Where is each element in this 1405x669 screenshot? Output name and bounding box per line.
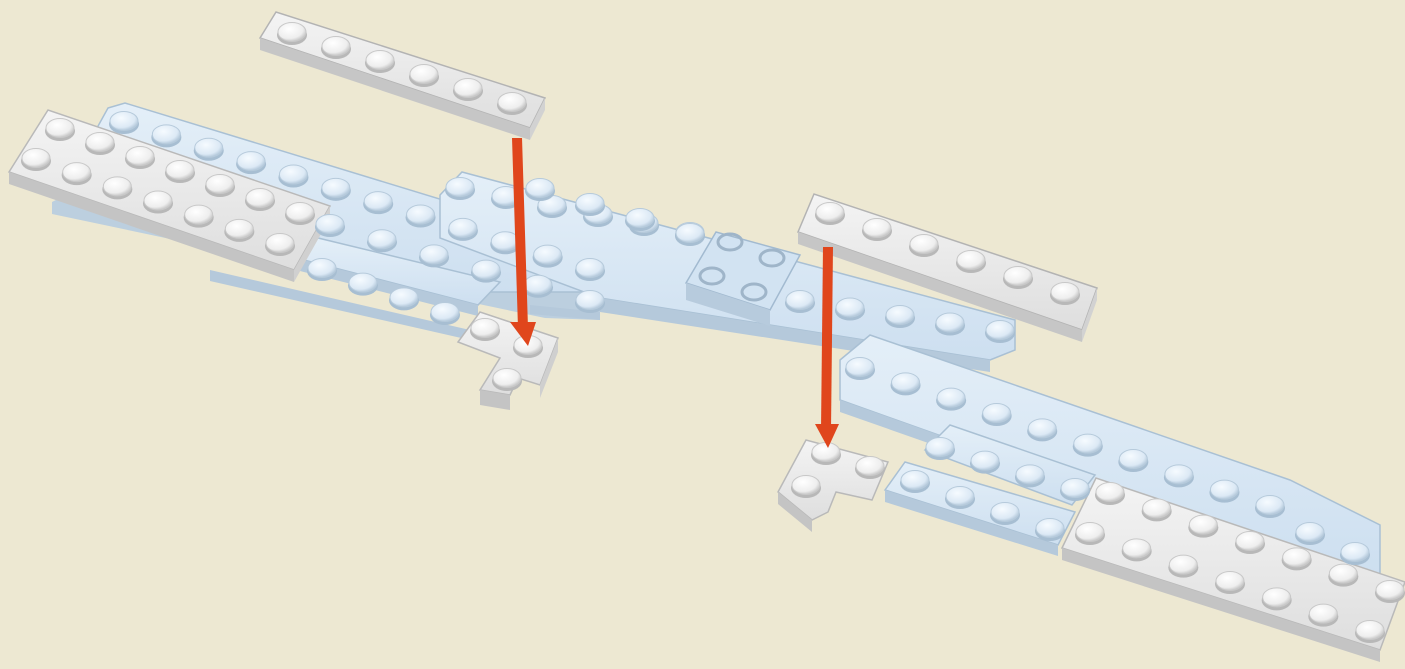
stud <box>1050 283 1080 306</box>
stud <box>985 321 1015 344</box>
stud <box>1118 450 1148 473</box>
stud <box>575 194 605 217</box>
stud <box>184 205 214 228</box>
stud <box>165 161 195 184</box>
stud <box>1355 621 1385 644</box>
stud <box>194 138 224 161</box>
stud <box>367 230 397 253</box>
stud <box>224 219 254 242</box>
stud <box>1282 548 1312 571</box>
stud <box>945 487 975 510</box>
stud <box>1003 267 1033 290</box>
stud <box>845 358 875 381</box>
stud <box>1164 465 1194 488</box>
stud <box>62 163 92 186</box>
stud <box>862 219 892 242</box>
stud <box>205 175 235 198</box>
stud <box>1095 483 1125 506</box>
stud <box>1188 515 1218 538</box>
stud <box>102 177 132 200</box>
stud <box>471 260 501 283</box>
stud <box>1142 499 1172 522</box>
stud <box>45 119 75 142</box>
stud <box>533 245 563 267</box>
stud <box>151 125 181 148</box>
stud <box>363 192 393 215</box>
stud <box>925 438 955 461</box>
stud <box>891 373 921 396</box>
stud <box>885 306 915 329</box>
stud <box>125 147 155 170</box>
stud <box>835 298 865 321</box>
stud <box>1255 496 1285 519</box>
stud <box>277 23 307 46</box>
stud <box>1168 555 1198 578</box>
stud <box>1035 519 1065 542</box>
stud <box>236 152 266 175</box>
stud <box>315 215 345 238</box>
stud <box>523 275 553 298</box>
stud <box>575 259 605 282</box>
stud <box>448 218 478 241</box>
stud <box>419 245 449 268</box>
stud <box>625 209 655 232</box>
stud <box>307 259 337 282</box>
stud <box>1122 539 1152 562</box>
stud <box>1215 572 1245 595</box>
stud <box>365 51 395 74</box>
stud <box>85 133 115 156</box>
stud <box>525 179 555 202</box>
stud <box>1027 419 1057 442</box>
stud <box>982 404 1012 427</box>
stud <box>956 251 986 274</box>
stud <box>1295 523 1325 546</box>
stud <box>1262 588 1292 611</box>
stud <box>675 224 705 247</box>
stud <box>321 178 351 201</box>
stud <box>1235 532 1265 555</box>
stud <box>406 205 436 228</box>
stud <box>453 79 483 102</box>
stud <box>285 203 315 226</box>
stud <box>815 203 845 226</box>
stud <box>348 273 378 296</box>
stud <box>409 65 439 88</box>
stud <box>1060 479 1090 502</box>
stud <box>278 165 308 188</box>
stud <box>935 313 965 336</box>
stud <box>109 112 139 135</box>
stud <box>1375 581 1405 604</box>
stud <box>1340 543 1370 566</box>
stud <box>445 178 475 201</box>
stud <box>321 37 351 60</box>
stud <box>265 234 295 257</box>
stud <box>791 476 821 499</box>
stud <box>497 93 527 116</box>
stud <box>1328 564 1358 587</box>
stud <box>811 443 841 466</box>
stud <box>785 291 815 314</box>
stud <box>143 191 173 214</box>
stud <box>909 235 939 258</box>
stud <box>470 319 500 342</box>
stud <box>1075 523 1105 546</box>
stud <box>575 291 605 314</box>
stud <box>855 457 885 480</box>
stud <box>900 471 930 494</box>
stud <box>389 288 419 311</box>
stud <box>21 149 51 172</box>
stud <box>1015 465 1045 488</box>
stud <box>492 369 522 392</box>
stud <box>936 388 966 411</box>
stud <box>1073 434 1103 457</box>
stud <box>430 303 460 326</box>
stud <box>990 503 1020 526</box>
stud <box>1209 480 1239 503</box>
stud <box>970 451 1000 474</box>
stud <box>1308 604 1338 627</box>
stud <box>245 189 275 212</box>
